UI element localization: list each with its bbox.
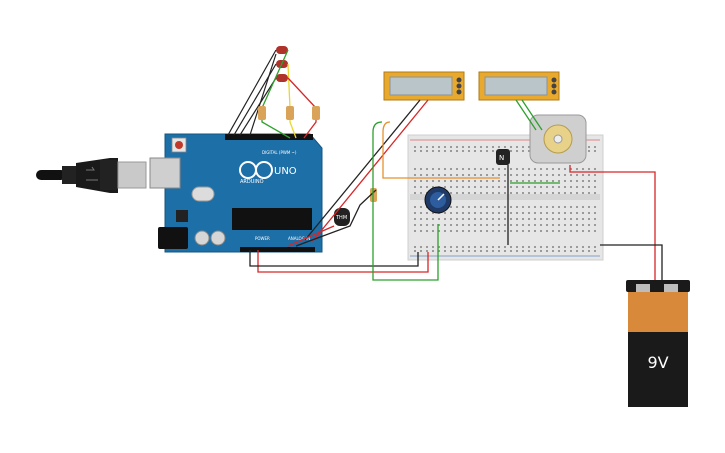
arduino-brand-label: ARDUINO bbox=[240, 179, 264, 185]
dc-motor bbox=[529, 114, 587, 164]
digital-header-label: DIGITAL (PWM ~) bbox=[262, 150, 297, 155]
circuit-wires bbox=[249, 99, 663, 282]
power-label: POWER bbox=[255, 236, 270, 241]
thermistor-label: THM bbox=[335, 215, 347, 221]
led-ground-wires bbox=[227, 49, 277, 136]
thermistor: THM bbox=[334, 208, 350, 226]
transistor-label: N bbox=[499, 154, 504, 162]
arduino-model-label: UNO bbox=[274, 166, 297, 177]
analog-label: ANALOG IN bbox=[288, 236, 310, 241]
lcd-display-left bbox=[383, 71, 465, 101]
npn-transistor: N bbox=[496, 149, 510, 165]
led-signal-wires bbox=[261, 49, 317, 139]
battery-9v: 9V bbox=[626, 280, 690, 407]
lcd-display-right bbox=[478, 71, 560, 101]
usb-cable bbox=[36, 158, 147, 193]
potentiometer bbox=[424, 186, 452, 214]
resistors-led bbox=[258, 106, 320, 120]
battery-voltage-label: 9V bbox=[647, 353, 668, 372]
arduino-uno-board: UNO ARDUINO DIGITAL (PWM ~) POWER ANALOG… bbox=[149, 133, 323, 253]
red-led-3 bbox=[276, 74, 288, 82]
red-led-1 bbox=[276, 46, 288, 54]
